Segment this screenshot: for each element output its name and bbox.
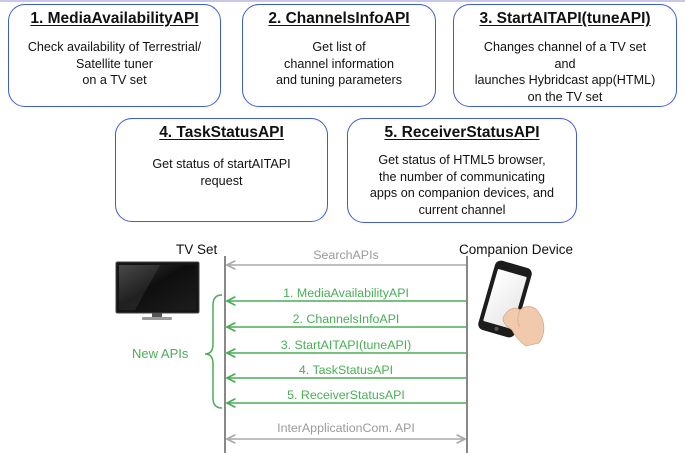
api-box-description-line: current channel xyxy=(418,202,506,217)
api-box-description-line: Get status of startAITAPI xyxy=(152,157,291,171)
api-box-description-line: Get list of xyxy=(312,40,366,54)
companion-device-icon xyxy=(478,260,545,347)
channels-info-api-box: 2. ChannelsInfoAPI Get list of channel i… xyxy=(242,4,436,107)
api-box-description: Check availability of Terrestrial/ Satel… xyxy=(9,39,220,89)
search-apis-label: SearchAPIs xyxy=(313,248,379,262)
task-status-api-box: 4. TaskStatusAPI Get status of startAITA… xyxy=(115,118,328,222)
new-apis-bracket xyxy=(204,294,223,409)
media-availability-api-box: 1. MediaAvailabilityAPI Check availabili… xyxy=(8,4,221,107)
api-box-description-line: Check availability of Terrestrial/ xyxy=(27,40,202,54)
api-box-description-line: and tuning parameters xyxy=(275,73,403,87)
api-box-title: 4. TaskStatusAPI xyxy=(159,124,284,141)
api-box-description-line: Changes channel of a TV set xyxy=(483,40,647,54)
api-box-title: 3. StartAITAPI(tuneAPI) xyxy=(479,10,651,27)
api-box-description-line: on a TV set xyxy=(82,73,147,87)
api-box-description-line: the number of communicating xyxy=(379,169,545,184)
api-box-description: Get status of startAITAPI request xyxy=(116,156,327,189)
api-box-description-line: Satellite tuner xyxy=(75,56,153,71)
task-status-message: 4. TaskStatusAPI xyxy=(298,363,394,377)
new-apis-label: New APIs xyxy=(132,346,189,361)
api-box-description: Get list of channel information and tuni… xyxy=(243,39,435,89)
tv-set-icon xyxy=(115,261,200,320)
companion-device-label: Companion Device xyxy=(459,242,574,257)
api-box-description-line: channel information xyxy=(284,56,394,71)
inter-app-com-label: InterApplicationCom. API xyxy=(277,421,415,435)
api-box-title: 1. MediaAvailabilityAPI xyxy=(30,10,199,27)
receiver-status-message: 5. ReceiverStatusAPI xyxy=(287,388,405,402)
top-divider xyxy=(0,0,685,2)
api-box-description: Changes channel of a TV set and launches… xyxy=(454,39,676,105)
tv-set-label: TV Set xyxy=(176,242,218,257)
start-ait-api-box: 3. StartAITAPI(tuneAPI) Changes channel … xyxy=(453,4,677,107)
api-box-description-line: and xyxy=(554,56,576,71)
api-box-description-line: apps on companion devices, and xyxy=(369,186,555,200)
api-box-title: 2. ChannelsInfoAPI xyxy=(268,10,410,27)
api-box-title: 5. ReceiverStatusAPI xyxy=(384,124,540,141)
api-box-description-line: launches Hybridcast app(HTML) xyxy=(474,73,656,87)
start-ait-message: 3. StartAITAPI(tuneAPI) xyxy=(280,338,412,352)
api-box-description-line: request xyxy=(200,173,243,188)
api-box-description-line: on the TV set xyxy=(527,89,603,104)
receiver-status-api-box: 5. ReceiverStatusAPI Get status of HTML5… xyxy=(347,118,577,223)
channels-info-message: 2. ChannelsInfoAPI xyxy=(292,312,400,326)
api-box-description-line: Get status of HTML5 browser, xyxy=(378,153,546,167)
api-box-description: Get status of HTML5 browser, the number … xyxy=(348,152,576,218)
media-availability-message: 1. MediaAvailabilityAPI xyxy=(283,286,409,300)
